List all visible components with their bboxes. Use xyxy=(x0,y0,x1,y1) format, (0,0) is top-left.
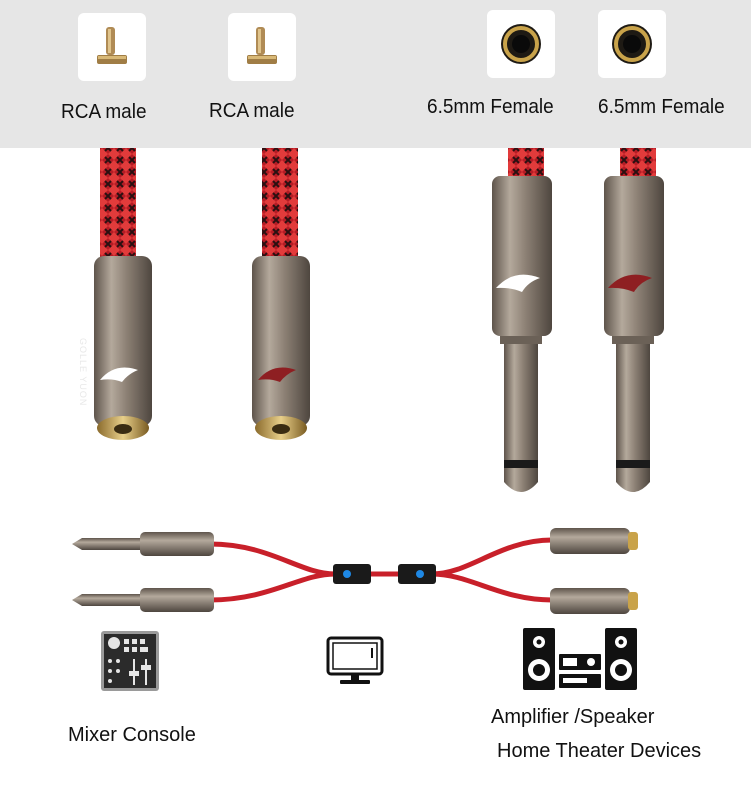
male-plug-right-2 xyxy=(604,148,664,492)
jack-socket-icon xyxy=(598,10,666,78)
diagram-female-2 xyxy=(550,588,638,614)
cable-connectors-closeup xyxy=(94,148,664,492)
jack-socket-icon xyxy=(487,10,555,78)
splitter-left xyxy=(333,564,371,584)
diagram-plug-1 xyxy=(72,532,214,556)
male-plug-right-1 xyxy=(492,148,552,492)
connector-label-female-jack: 6.5mm Female xyxy=(427,96,554,118)
diagram-female-1 xyxy=(550,528,638,554)
rca-male-pin-icon xyxy=(228,13,296,81)
connector-label-female-jack: 6.5mm Female xyxy=(598,96,725,118)
amplifier-caption: Amplifier /Speaker xyxy=(491,706,655,728)
connector-label-rca-male: RCA male xyxy=(209,100,295,122)
home-theater-caption: Home Theater Devices xyxy=(497,740,702,762)
speaker-system-icon xyxy=(523,628,637,690)
diagram-plug-2 xyxy=(72,588,214,612)
rca-male-pin-icon xyxy=(78,13,146,81)
cable-diagram xyxy=(72,528,638,614)
brand-imprint: GOLLE YUON xyxy=(78,338,88,407)
mixer-caption: Mixer Console xyxy=(68,724,196,746)
mixer-console-icon xyxy=(101,631,159,691)
connector-label-rca-male: RCA male xyxy=(61,101,147,123)
female-connector-left-2 xyxy=(252,148,310,440)
monitor-icon xyxy=(326,636,384,686)
female-connector-left-1 xyxy=(94,148,152,440)
